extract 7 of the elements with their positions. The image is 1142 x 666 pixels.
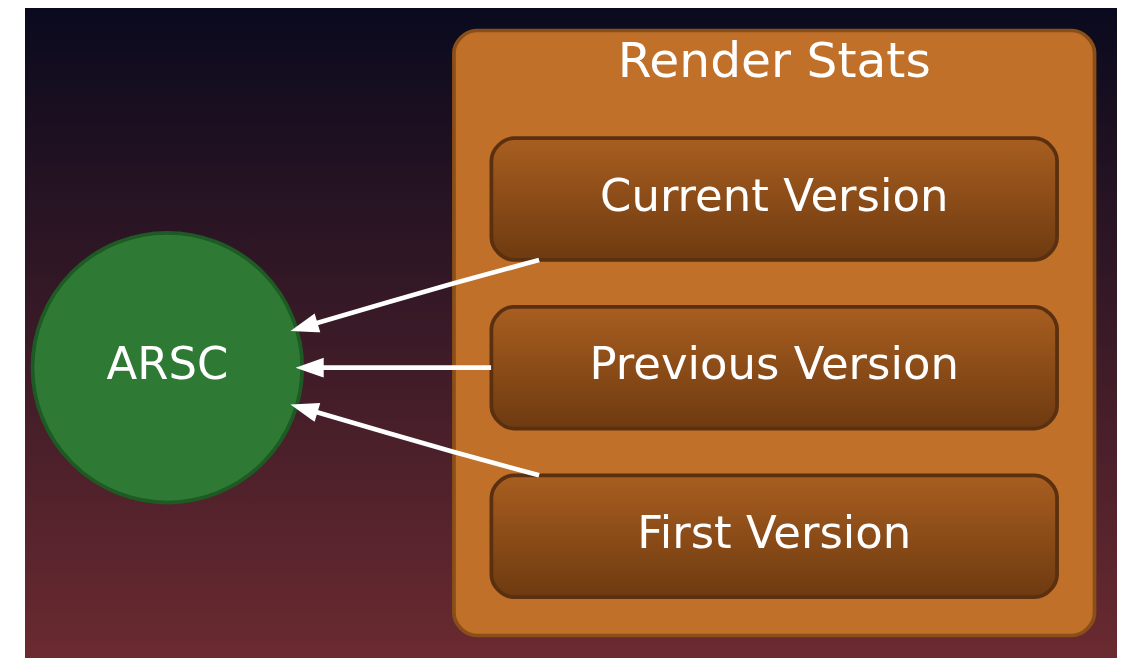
node-box: Previous Version <box>489 304 1059 431</box>
node-box: Current Version <box>489 136 1059 262</box>
arrow <box>295 357 492 378</box>
arrow <box>290 402 540 478</box>
node-box: First Version <box>489 473 1059 599</box>
arrow <box>290 257 540 333</box>
node-circle: ARSC <box>30 230 305 505</box>
